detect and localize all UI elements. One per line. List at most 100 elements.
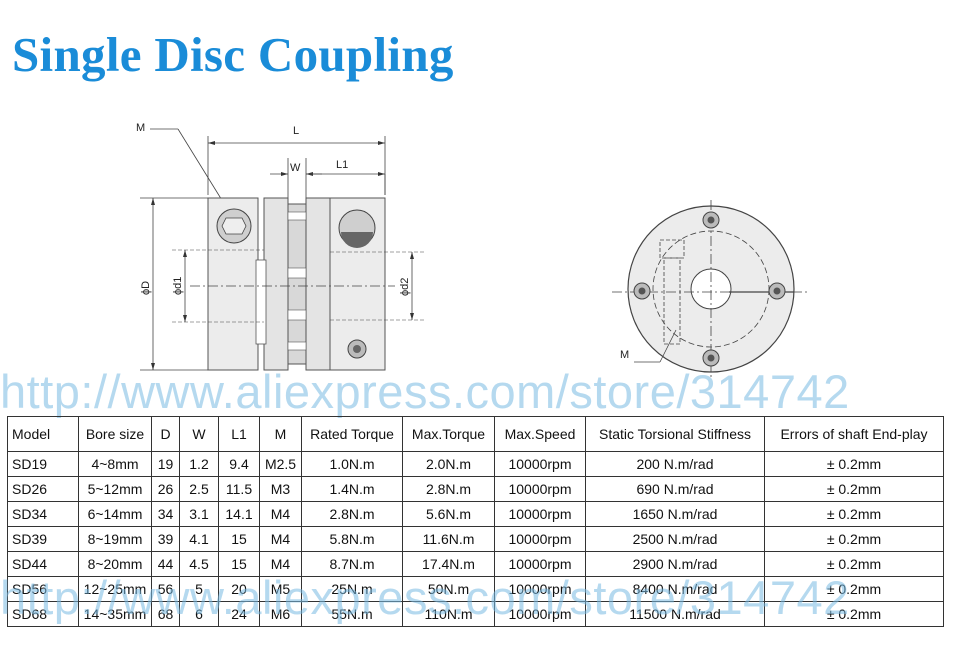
cell: ± 0.2mm xyxy=(764,476,944,502)
cell: 17.4N.m xyxy=(402,551,495,577)
table-row: SD68 14~35mm 68 6 24 M6 55N.m 110N.m 100… xyxy=(7,601,944,627)
cell: 4.1 xyxy=(179,526,219,552)
cell: 2.0N.m xyxy=(402,451,495,477)
cell: 10000rpm xyxy=(494,526,586,552)
cell: 1650 N.m/rad xyxy=(585,501,765,527)
cell: 9.4 xyxy=(218,451,260,477)
cell: 5~12mm xyxy=(78,476,152,502)
cell: 44 xyxy=(151,551,180,577)
cell: ± 0.2mm xyxy=(764,576,944,602)
cell: M5 xyxy=(259,576,302,602)
cell: SD34 xyxy=(7,501,79,527)
label-phid1: ϕd1 xyxy=(172,277,184,295)
cell: 110N.m xyxy=(402,601,495,627)
cell: 2.8N.m xyxy=(402,476,495,502)
col-header: Max.Speed xyxy=(494,416,586,452)
label-W: W xyxy=(290,162,301,174)
cell: 56 xyxy=(151,576,180,602)
cell: SD56 xyxy=(7,576,79,602)
label-M: M xyxy=(136,122,145,134)
col-header: Model xyxy=(7,416,79,452)
spec-table: Model Bore size D W L1 M Rated Torque Ma… xyxy=(7,416,944,627)
col-header: Errors of shaft End-play xyxy=(764,416,944,452)
cell: ± 0.2mm xyxy=(764,501,944,527)
cell: 10000rpm xyxy=(494,551,586,577)
label-M-end: M xyxy=(620,349,629,361)
cell: 10000rpm xyxy=(494,501,586,527)
cell: 200 N.m/rad xyxy=(585,451,765,477)
cell: 14~35mm xyxy=(78,601,152,627)
cell: 26 xyxy=(151,476,180,502)
cell: SD68 xyxy=(7,601,79,627)
header-row: Model Bore size D W L1 M Rated Torque Ma… xyxy=(7,416,944,452)
table-row: SD56 12~25mm 56 5 20 M5 25N.m 50N.m 1000… xyxy=(7,576,944,602)
cell: ± 0.2mm xyxy=(764,551,944,577)
col-header: W xyxy=(179,416,219,452)
cell: 20 xyxy=(218,576,260,602)
cell: 11.6N.m xyxy=(402,526,495,552)
cell: 4~8mm xyxy=(78,451,152,477)
cell: 5.8N.m xyxy=(301,526,403,552)
cell: 2.8N.m xyxy=(301,501,403,527)
cell: 55N.m xyxy=(301,601,403,627)
cell: M4 xyxy=(259,551,302,577)
col-header: M xyxy=(259,416,302,452)
cell: ± 0.2mm xyxy=(764,451,944,477)
cell: 2.5 xyxy=(179,476,219,502)
cell: SD19 xyxy=(7,451,79,477)
cell: 1.4N.m xyxy=(301,476,403,502)
cell: 8.7N.m xyxy=(301,551,403,577)
cell: SD26 xyxy=(7,476,79,502)
cell: 15 xyxy=(218,526,260,552)
col-header: L1 xyxy=(218,416,260,452)
table-row: SD26 5~12mm 26 2.5 11.5 M3 1.4N.m 2.8N.m… xyxy=(7,476,944,502)
cell: 690 N.m/rad xyxy=(585,476,765,502)
cell: SD44 xyxy=(7,551,79,577)
cell: 5.6N.m xyxy=(402,501,495,527)
label-phid2: ϕd2 xyxy=(399,278,411,296)
cell: 2500 N.m/rad xyxy=(585,526,765,552)
cell: 1.2 xyxy=(179,451,219,477)
label-L1: L1 xyxy=(336,159,348,171)
cell: 25N.m xyxy=(301,576,403,602)
cell: 24 xyxy=(218,601,260,627)
cell: 12~25mm xyxy=(78,576,152,602)
cell: M3 xyxy=(259,476,302,502)
col-header: D xyxy=(151,416,180,452)
table-row: SD19 4~8mm 19 1.2 9.4 M2.5 1.0N.m 2.0N.m… xyxy=(7,451,944,477)
cell: 10000rpm xyxy=(494,601,586,627)
table-row: SD34 6~14mm 34 3.1 14.1 M4 2.8N.m 5.6N.m… xyxy=(7,501,944,527)
cell: 3.1 xyxy=(179,501,219,527)
cell: 5 xyxy=(179,576,219,602)
label-L: L xyxy=(293,125,299,137)
cell: 11.5 xyxy=(218,476,260,502)
cell: 34 xyxy=(151,501,180,527)
cell: 10000rpm xyxy=(494,451,586,477)
cell: 19 xyxy=(151,451,180,477)
cell: 11500 N.m/rad xyxy=(585,601,765,627)
cell: 6~14mm xyxy=(78,501,152,527)
col-header: Rated Torque xyxy=(301,416,403,452)
cell: M2.5 xyxy=(259,451,302,477)
cell: M4 xyxy=(259,526,302,552)
cell: 10000rpm xyxy=(494,576,586,602)
cell: 10000rpm xyxy=(494,476,586,502)
cell: 15 xyxy=(218,551,260,577)
page-title: Single Disc Coupling xyxy=(12,27,454,82)
cell: M6 xyxy=(259,601,302,627)
cell: 1.0N.m xyxy=(301,451,403,477)
col-header: Bore size xyxy=(78,416,152,452)
table-row: SD39 8~19mm 39 4.1 15 M4 5.8N.m 11.6N.m … xyxy=(7,526,944,552)
table-row: SD44 8~20mm 44 4.5 15 M4 8.7N.m 17.4N.m … xyxy=(7,551,944,577)
cell: 14.1 xyxy=(218,501,260,527)
cell: SD39 xyxy=(7,526,79,552)
cell: M4 xyxy=(259,501,302,527)
cell: 8400 N.m/rad xyxy=(585,576,765,602)
cell: 8~19mm xyxy=(78,526,152,552)
cell: ± 0.2mm xyxy=(764,601,944,627)
col-header: Static Torsional Stiffness xyxy=(585,416,765,452)
cell: 39 xyxy=(151,526,180,552)
coupling-drawing: L W L1 M ϕD ϕd1 ϕd2 xyxy=(136,122,810,380)
cell: 6 xyxy=(179,601,219,627)
cell: 2900 N.m/rad xyxy=(585,551,765,577)
